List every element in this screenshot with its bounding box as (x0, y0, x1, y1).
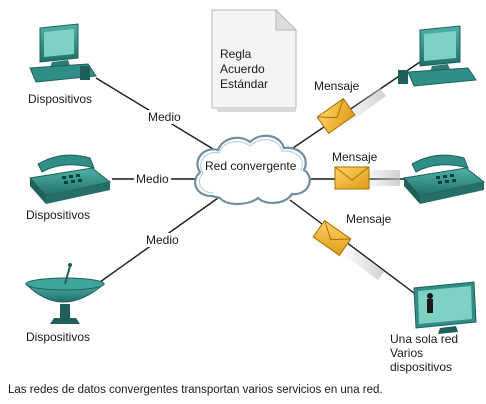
message-label-top: Mensaje (312, 79, 362, 93)
link-label-top-left: Medio (146, 110, 183, 124)
cloud-label: Red convergente (205, 159, 297, 173)
single-network-line-1: Una sola red (390, 332, 459, 346)
device-label-middle-left: Dispositivos (26, 208, 91, 222)
diagram-caption: Las redes de datos convergentes transpor… (8, 384, 383, 396)
single-network-label: Una sola red Varios dispositivos (390, 332, 458, 374)
device-label-bottom-left: Dispositivos (26, 330, 91, 344)
message-label-middle: Mensaje (330, 150, 380, 164)
envelope-icon-middle (334, 166, 370, 190)
document-icon (211, 8, 298, 112)
video-screen-icon (413, 281, 477, 334)
message-label-bottom: Mensaje (344, 212, 394, 226)
document-line-1: Regla (220, 47, 252, 61)
link-label-bottom-left: Medio (144, 233, 181, 247)
document-line-3: Estándar (220, 77, 269, 91)
desktop-computer-icon-top-right (398, 25, 477, 87)
envelope-icon-bottom (312, 219, 352, 257)
link-label-middle-left: Medio (134, 172, 171, 186)
document-text: Regla Acuerdo Estándar (220, 47, 268, 92)
telephone-icon-left (29, 154, 112, 204)
single-network-line-3: dispositivos (390, 360, 453, 374)
desktop-computer-icon-top-left (29, 23, 97, 83)
single-network-line-2: Varios (390, 346, 424, 360)
telephone-icon-right (403, 154, 486, 204)
device-label-top-left: Dispositivos (28, 92, 93, 106)
link-bottom-right (289, 199, 419, 297)
document-line-2: Acuerdo (220, 62, 265, 76)
envelope-icon-top (316, 97, 356, 135)
network-cloud-icon (194, 134, 311, 206)
satellite-dish-icon (24, 263, 106, 324)
